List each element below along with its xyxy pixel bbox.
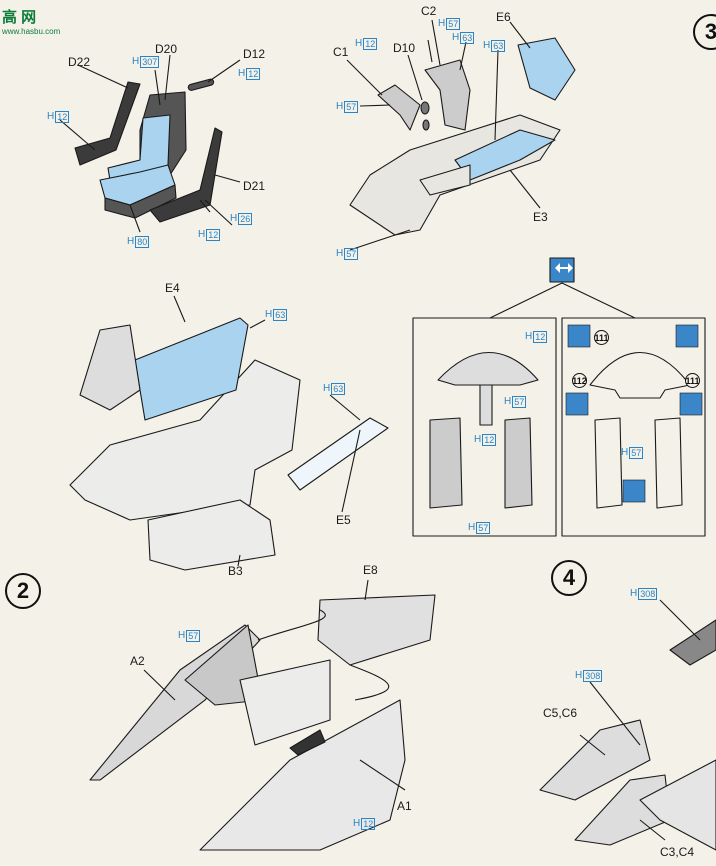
step-number-3: 3 (693, 14, 716, 50)
canopy-assembly (89, 579, 436, 851)
part-label-c1: C1 (333, 45, 349, 59)
decal-marking-connector (489, 282, 636, 319)
part-label-c3c4: C3,C4 (660, 845, 695, 859)
part-label-c2: C2 (421, 4, 437, 18)
watermark-title: 高 网 (2, 9, 37, 26)
part-label-e6: E6 (496, 10, 511, 24)
cockpit-mid-assembly (69, 295, 389, 571)
part-label-e4: E4 (165, 281, 180, 295)
decal-number-111: 111 (685, 373, 700, 388)
part-label-e5: E5 (336, 513, 351, 527)
part-label-d10: D10 (393, 41, 416, 55)
step-number-4: 4 (551, 560, 587, 596)
decal-number-111: 111 (594, 330, 609, 345)
step-number-2: 2 (5, 573, 41, 609)
cockpit-tub-assembly (346, 19, 576, 251)
part-label-e8: E8 (363, 563, 378, 577)
part-label-a2: A2 (130, 654, 145, 668)
part-label-d12: D12 (243, 47, 266, 61)
part-label-d20: D20 (155, 42, 178, 56)
site-watermark: 高 网 www.hasbu.com (2, 6, 60, 36)
decal-box-left (412, 317, 557, 537)
watermark-url: www.hasbu.com (2, 27, 61, 36)
part-label-c5c6: C5,C6 (543, 706, 578, 720)
ejection-seat-assembly (59, 54, 241, 233)
part-label-b3: B3 (228, 564, 243, 578)
part-label-e3: E3 (533, 210, 548, 224)
part-label-a1: A1 (397, 799, 412, 813)
part-label-d21: D21 (243, 179, 266, 193)
decal-number-112: 112 (572, 373, 587, 388)
decal-box-right (561, 317, 706, 537)
step4-assembly (539, 599, 716, 851)
part-label-d22: D22 (68, 55, 91, 69)
